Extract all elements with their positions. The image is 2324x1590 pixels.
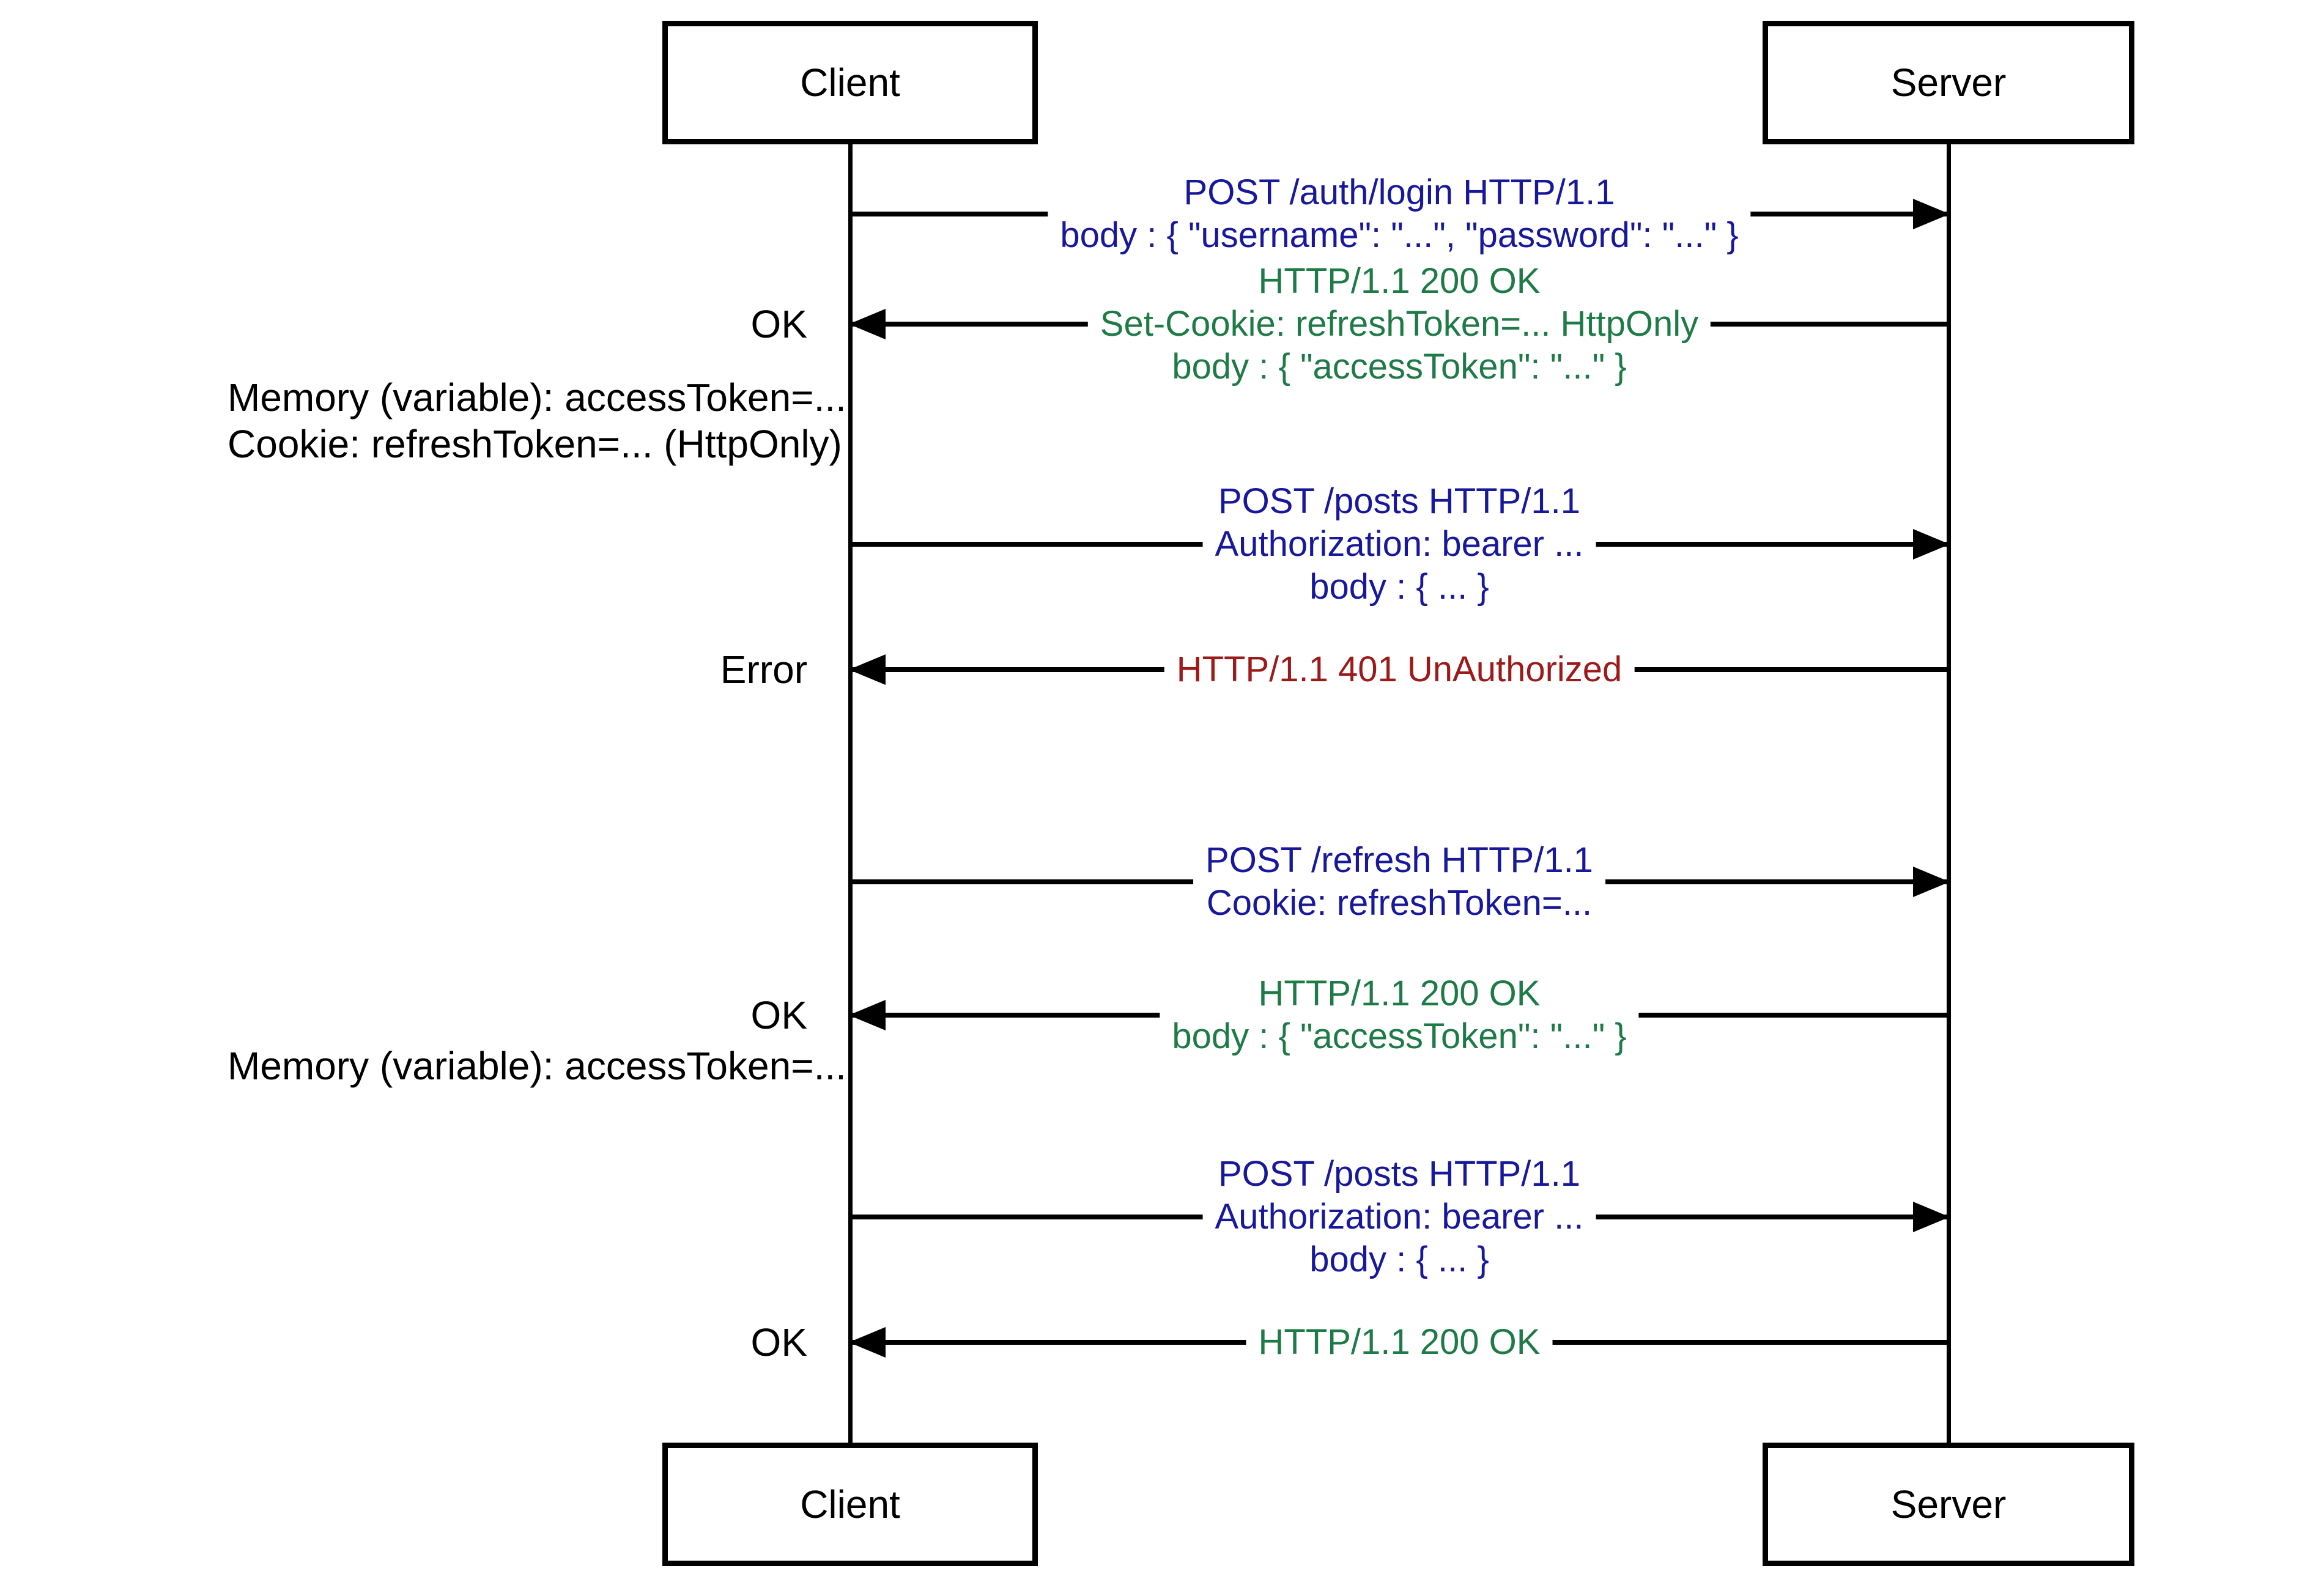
message-line: HTTP/1.1 200 OK	[1258, 1322, 1541, 1362]
message-label: POST /auth/login HTTP/1.1 body : { "user…	[1048, 169, 1751, 259]
message-line: body : { "accessToken": "..." }	[1172, 1016, 1627, 1056]
message-line: Cookie: refreshToken=...	[1206, 883, 1593, 923]
message-line: HTTP/1.1 200 OK	[1258, 261, 1541, 301]
message-line: Authorization: bearer ...	[1215, 524, 1584, 564]
message-line: body : { "accessToken": "..." }	[1172, 347, 1627, 386]
actor-label-client: Client	[800, 61, 900, 105]
status-label-ok-3: OK	[750, 1320, 807, 1364]
note-client-token-update: Memory (variable): accessToken=...	[228, 1043, 846, 1089]
lifeline-client	[848, 144, 853, 1443]
note-client-token-storage: Memory (variable): accessToken=... Cooki…	[228, 374, 846, 467]
actor-label-client: Client	[800, 1482, 900, 1526]
message-line: Set-Cookie: refreshToken=... HttpOnly	[1100, 304, 1699, 344]
message-label: HTTP/1.1 200 OK Set-Cookie: refreshToken…	[1087, 257, 1711, 391]
message-line: POST /posts HTTP/1.1	[1218, 481, 1581, 521]
lifeline-server	[1947, 144, 1951, 1443]
message-line: Authorization: bearer ...	[1215, 1197, 1584, 1237]
arrowhead-left-icon	[849, 654, 886, 685]
arrowhead-left-icon	[849, 1327, 886, 1358]
message-label: POST /refresh HTTP/1.1 Cookie: refreshTo…	[1193, 837, 1605, 927]
message-line: body : { ... }	[1309, 1240, 1489, 1279]
note-line: Cookie: refreshToken=... (HttpOnly)	[228, 422, 842, 466]
arrowhead-right-icon	[1913, 1202, 1950, 1232]
actor-box-client-bottom: Client	[662, 1443, 1038, 1566]
message-line: body : { "username": "...", "password": …	[1060, 215, 1739, 255]
message-line: HTTP/1.1 401 UnAuthorized	[1176, 649, 1623, 689]
actor-box-client-top: Client	[662, 21, 1038, 144]
message-label: HTTP/1.1 200 OK body : { "accessToken": …	[1160, 970, 1639, 1060]
message-line: body : { ... }	[1309, 567, 1489, 607]
arrowhead-right-icon	[1913, 199, 1950, 229]
message-label: POST /posts HTTP/1.1 Authorization: bear…	[1202, 1150, 1596, 1284]
status-label-error: Error	[720, 648, 807, 692]
arrowhead-left-icon	[849, 309, 886, 339]
message-label: POST /posts HTTP/1.1 Authorization: bear…	[1202, 478, 1596, 611]
status-label-ok-1: OK	[750, 302, 807, 346]
arrowhead-right-icon	[1913, 529, 1950, 560]
arrowhead-left-icon	[849, 1000, 886, 1030]
note-line: Memory (variable): accessToken=...	[228, 375, 846, 420]
arrowhead-right-icon	[1913, 867, 1950, 897]
message-label: HTTP/1.1 401 UnAuthorized	[1164, 646, 1635, 693]
message-line: HTTP/1.1 200 OK	[1258, 974, 1541, 1013]
actor-box-server-bottom: Server	[1763, 1443, 2134, 1566]
note-line: Memory (variable): accessToken=...	[228, 1044, 846, 1088]
status-label-ok-2: OK	[750, 993, 807, 1037]
message-line: POST /auth/login HTTP/1.1	[1183, 172, 1615, 212]
actor-label-server: Server	[1890, 61, 2007, 105]
message-line: POST /refresh HTTP/1.1	[1205, 840, 1593, 880]
message-line: POST /posts HTTP/1.1	[1218, 1154, 1581, 1194]
actor-box-server-top: Server	[1763, 21, 2134, 144]
message-label: HTTP/1.1 200 OK	[1246, 1318, 1553, 1366]
actor-label-server: Server	[1890, 1482, 2007, 1526]
